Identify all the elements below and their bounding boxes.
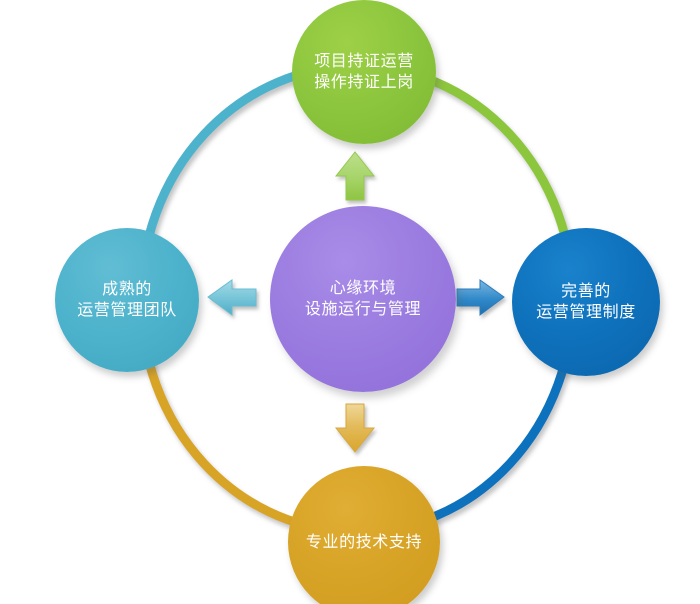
node-top-certification[interactable]: 项目持证运营 操作持证上岗 <box>292 0 436 144</box>
arrow-left <box>207 279 257 316</box>
node-top-label: 项目持证运营 操作持证上岗 <box>314 51 414 91</box>
arrow-down <box>334 403 376 453</box>
node-center-label: 心缘环境 设施运行与管理 <box>304 278 422 318</box>
node-center-core[interactable]: 心缘环境 设施运行与管理 <box>270 206 456 392</box>
node-bottom-label: 专业的技术支持 <box>305 531 423 551</box>
node-bottom-technical-support[interactable]: 专业的技术支持 <box>288 466 440 604</box>
node-left-label: 成熟的 运营管理团队 <box>77 279 177 319</box>
node-right-label: 完善的 运营管理制度 <box>536 281 636 321</box>
node-right-management-system[interactable]: 完善的 运营管理制度 <box>512 228 660 376</box>
node-left-management-team[interactable]: 成熟的 运营管理团队 <box>55 228 199 372</box>
arrow-right <box>456 279 505 316</box>
arrow-up <box>334 151 376 201</box>
